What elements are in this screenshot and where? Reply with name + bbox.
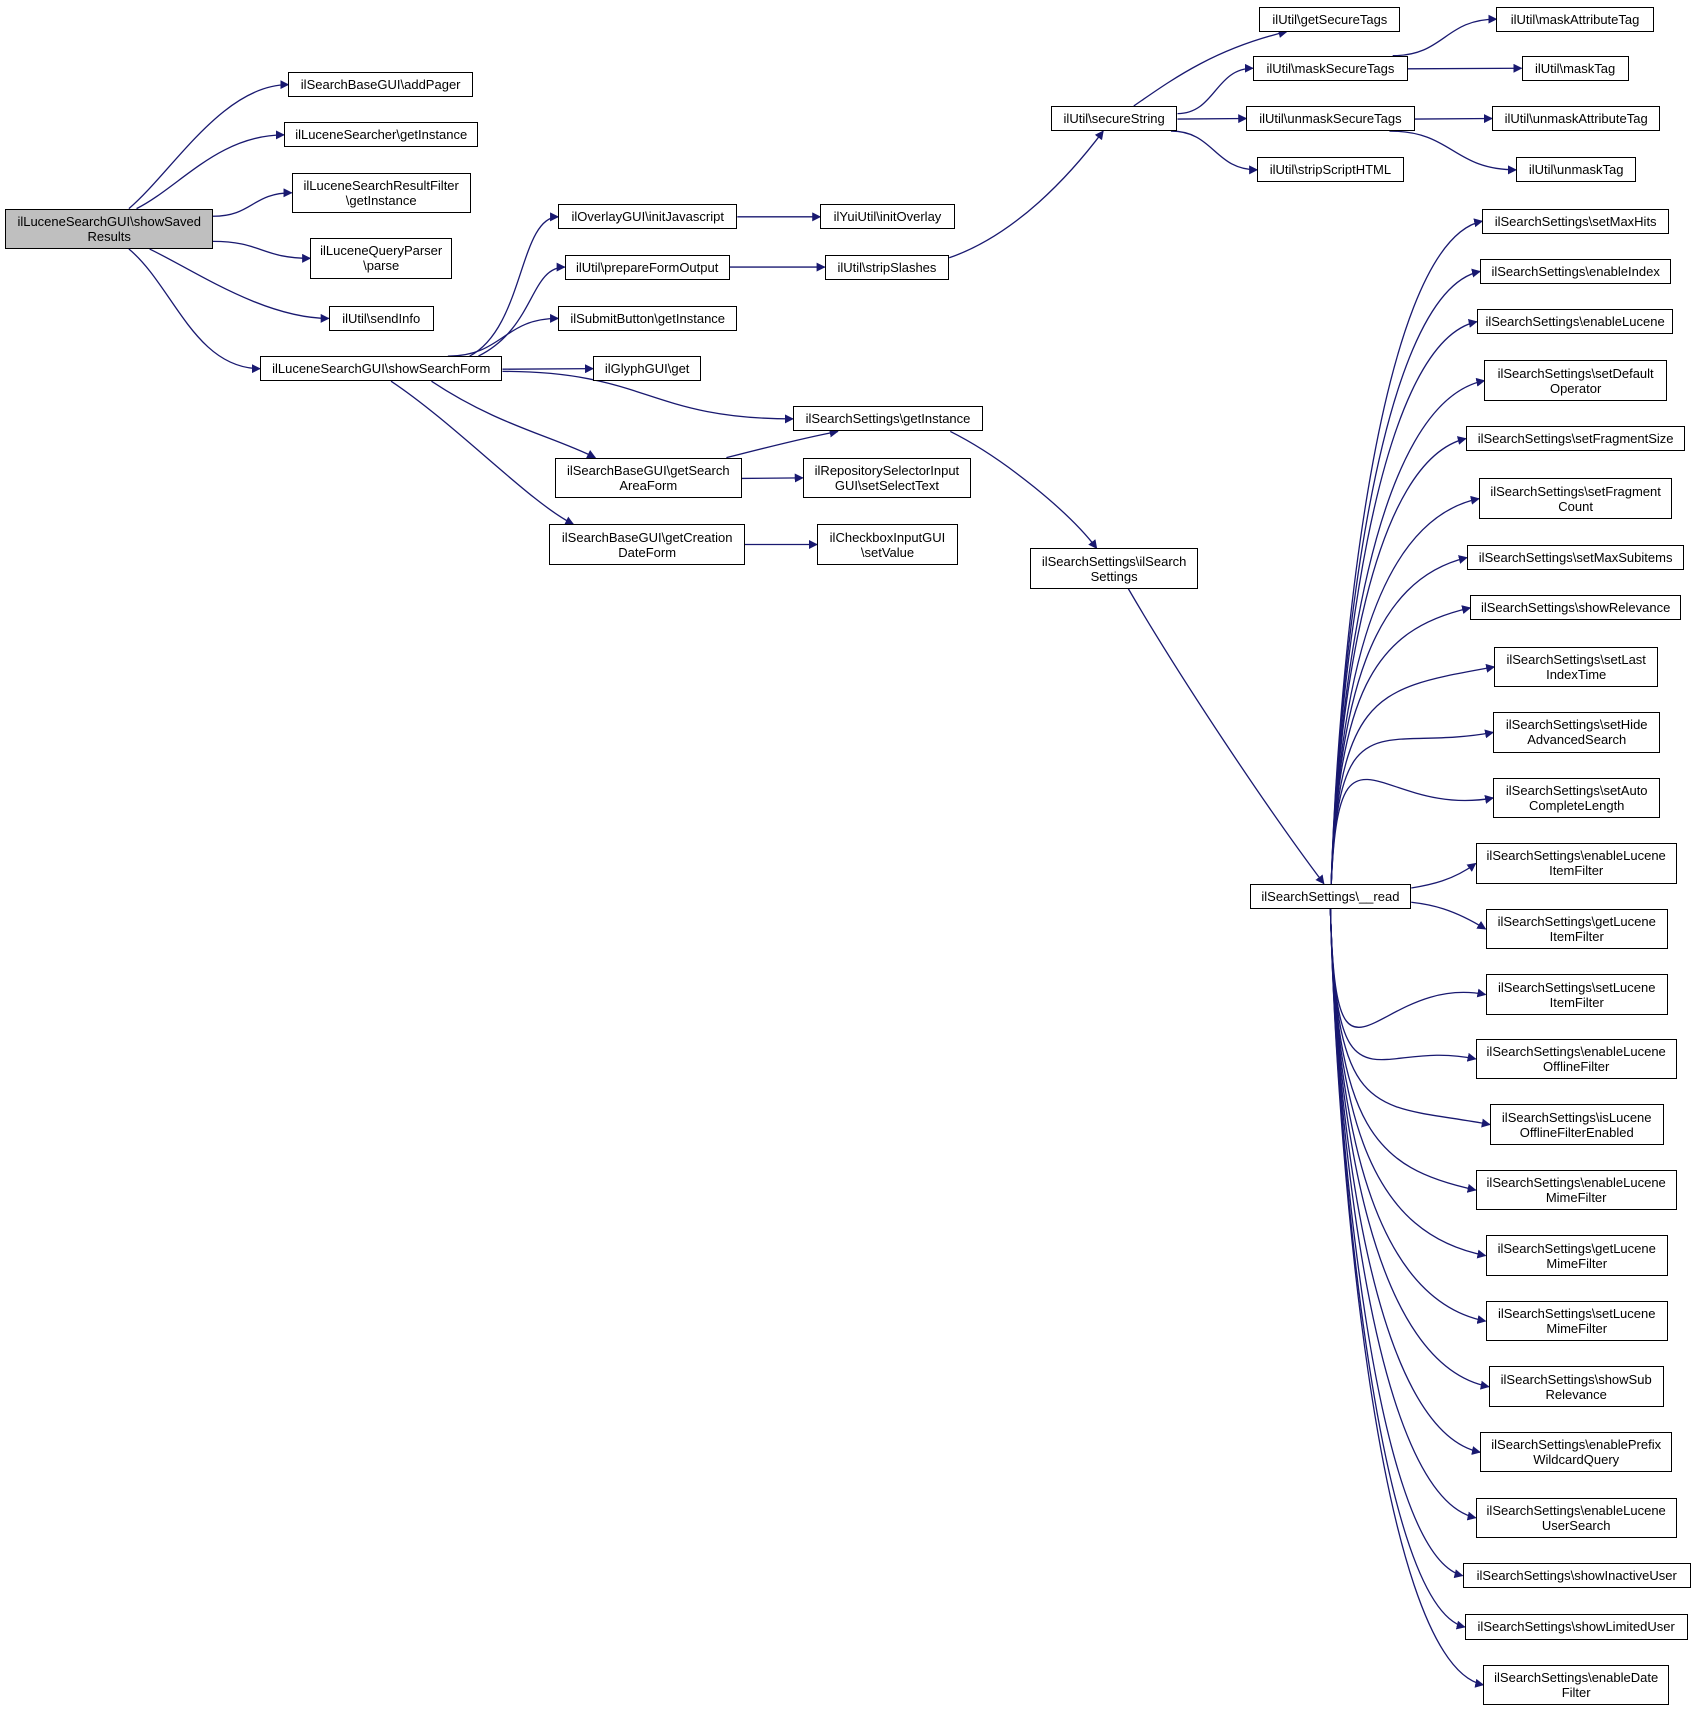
- node-set-lucene-mime-filter: ilSearchSettings\setLucene MimeFilter: [1485, 1300, 1668, 1342]
- node-get-creation-date-form: ilSearchBaseGUI\getCreation DateForm: [549, 524, 745, 565]
- node-is-lucene-offline-filter-enabled: ilSearchSettings\isLucene OfflineFilterE…: [1489, 1104, 1664, 1145]
- node-unmask-tag: ilUtil\unmaskTag: [1516, 157, 1637, 183]
- edge-root-to-query-parser-parse: [212, 240, 312, 263]
- edge-root-to-show-search-form: [128, 248, 261, 374]
- edge-root-to-add-pager: [128, 80, 290, 210]
- edge-get-search-area-form-to-set-select-text: [741, 473, 804, 483]
- node-enable-lucene-item-filter: ilSearchSettings\enableLucene ItemFilter: [1475, 843, 1677, 884]
- edge-secure-string-to-strip-script-html: [1170, 130, 1259, 175]
- edge-root-to-searcher-get-instance: [136, 130, 285, 210]
- node-query-parser-parse: ilLuceneQueryParser \parse: [310, 238, 453, 279]
- edge-read-to-show-relevance: [1329, 605, 1472, 909]
- node-unmask-attribute-tag: ilUtil\unmaskAttributeTag: [1492, 105, 1661, 132]
- node-set-default-operator: ilSearchSettings\setDefault Operator: [1484, 360, 1667, 401]
- node-show-search-form: ilLuceneSearchGUI\showSearchForm: [259, 356, 503, 382]
- edge-show-search-form-to-submit-button-get-instance: [447, 313, 560, 357]
- edge-get-search-area-form-to-settings-get-instance: [726, 428, 839, 459]
- node-set-max-subitems: ilSearchSettings\setMaxSubitems: [1466, 545, 1685, 571]
- node-set-fragment-count: ilSearchSettings\setFragment Count: [1478, 478, 1673, 519]
- edge-read-to-is-lucene-offline-filter-enabled: [1329, 908, 1491, 1128]
- edge-unmask-secure-tags-to-unmask-attribute-tag: [1414, 114, 1493, 124]
- edge-secure-string-to-mask-secure-tags: [1177, 63, 1254, 115]
- node-init-javascript: ilOverlayGUI\initJavascript: [558, 204, 738, 230]
- node-enable-index: ilSearchSettings\enableIndex: [1480, 258, 1672, 284]
- node-show-relevance: ilSearchSettings\showRelevance: [1470, 595, 1682, 621]
- edge-read-to-enable-index: [1329, 268, 1481, 909]
- edge-root-to-send-info: [149, 248, 330, 323]
- node-mask-tag: ilUtil\maskTag: [1521, 55, 1629, 81]
- node-get-lucene-item-filter: ilSearchSettings\getLucene ItemFilter: [1485, 908, 1668, 950]
- node-get-lucene-mime-filter: ilSearchSettings\getLucene MimeFilter: [1485, 1235, 1668, 1276]
- node-enable-prefix-wildcard-query: ilSearchSettings\enablePrefix WildcardQu…: [1480, 1432, 1673, 1473]
- edge-show-search-form-to-prepare-form-output: [478, 262, 566, 357]
- edge-secure-string-to-unmask-secure-tags: [1177, 114, 1248, 124]
- node-enable-lucene-offline-filter: ilSearchSettings\enableLucene OfflineFil…: [1475, 1038, 1677, 1080]
- node-enable-lucene-user-search: ilSearchSettings\enableLucene UserSearch: [1475, 1497, 1677, 1538]
- edge-read-to-set-last-index-time: [1329, 663, 1496, 909]
- edge-show-search-form-to-settings-get-instance: [502, 370, 794, 424]
- edge-read-to-enable-lucene-item-filter: [1411, 862, 1477, 889]
- node-show-inactive-user: ilSearchSettings\showInactiveUser: [1462, 1563, 1691, 1589]
- node-set-hide-advanced-search: ilSearchSettings\setHide AdvancedSearch: [1493, 712, 1661, 753]
- edge-read-to-enable-prefix-wildcard-query: [1329, 908, 1481, 1455]
- edge-root-to-result-filter-get-instance: [212, 188, 293, 217]
- node-enable-lucene: ilSearchSettings\enableLucene: [1476, 309, 1674, 335]
- edge-read-to-set-hide-advanced-search: [1329, 729, 1495, 909]
- node-set-max-hits: ilSearchSettings\setMaxHits: [1482, 208, 1670, 234]
- edge-il-search-settings-ctor-to-read: [1127, 588, 1325, 885]
- node-searcher-get-instance: ilLuceneSearcher\getInstance: [283, 122, 479, 148]
- node-show-sub-relevance: ilSearchSettings\showSub Relevance: [1488, 1366, 1664, 1407]
- edge-show-search-form-to-get-creation-date-form: [390, 380, 575, 525]
- edge-read-to-set-max-hits: [1329, 218, 1484, 909]
- node-mask-secure-tags: ilUtil\maskSecureTags: [1252, 55, 1408, 81]
- node-checkbox-set-value: ilCheckboxInputGUI \setValue: [817, 524, 958, 565]
- node-set-auto-complete-length: ilSearchSettings\setAuto CompleteLength: [1493, 777, 1661, 819]
- edge-read-to-show-inactive-user: [1329, 908, 1464, 1579]
- node-set-lucene-item-filter: ilSearchSettings\setLucene ItemFilter: [1485, 974, 1668, 1015]
- edge-strip-slashes-to-secure-string: [948, 130, 1104, 259]
- edge-read-to-enable-lucene-offline-filter: [1329, 908, 1477, 1062]
- node-mask-attribute-tag: ilUtil\maskAttributeTag: [1496, 6, 1654, 32]
- edge-settings-get-instance-to-il-search-settings-ctor: [950, 430, 1098, 550]
- node-settings-get-instance: ilSearchSettings\getInstance: [793, 406, 984, 432]
- node-set-fragment-size: ilSearchSettings\setFragmentSize: [1465, 425, 1686, 452]
- edge-show-search-form-to-init-javascript: [469, 212, 560, 357]
- edge-read-to-show-limited-user: [1329, 908, 1466, 1630]
- node-enable-lucene-mime-filter: ilSearchSettings\enableLucene MimeFilter: [1475, 1169, 1677, 1211]
- edge-read-to-set-auto-complete-length: [1329, 778, 1495, 909]
- edge-read-to-get-lucene-item-filter: [1411, 901, 1487, 930]
- node-strip-slashes: ilUtil\stripSlashes: [824, 254, 950, 280]
- node-get-search-area-form: ilSearchBaseGUI\getSearch AreaForm: [554, 457, 742, 499]
- node-il-search-settings-ctor: ilSearchSettings\ilSearch Settings: [1030, 548, 1199, 589]
- edge-read-to-set-lucene-item-filter: [1329, 908, 1487, 1029]
- node-init-overlay: ilYuiUtil\initOverlay: [820, 204, 955, 230]
- node-secure-string: ilUtil\secureString: [1050, 105, 1178, 132]
- node-root: ilLuceneSearchGUI\showSaved Results: [5, 208, 213, 250]
- edge-show-search-form-to-get-search-area-form: [431, 380, 597, 459]
- edge-read-to-set-fragment-size: [1329, 436, 1467, 909]
- node-unmask-secure-tags: ilUtil\unmaskSecureTags: [1246, 105, 1415, 132]
- edge-read-to-enable-date-filter: [1329, 908, 1485, 1688]
- node-submit-button-get-instance: ilSubmitButton\getInstance: [558, 305, 738, 331]
- edge-mask-secure-tags-to-mask-tag: [1407, 63, 1523, 73]
- node-read: ilSearchSettings\__read: [1249, 883, 1412, 909]
- node-glyph-get: ilGlyphGUI\get: [593, 356, 702, 382]
- node-get-secure-tags: ilUtil\getSecureTags: [1259, 6, 1401, 32]
- edge-read-to-set-default-operator: [1329, 377, 1486, 909]
- node-enable-date-filter: ilSearchSettings\enableDate Filter: [1483, 1664, 1670, 1706]
- node-set-last-index-time: ilSearchSettings\setLast IndexTime: [1494, 646, 1659, 688]
- edge-secure-string-to-get-secure-tags: [1133, 29, 1288, 107]
- node-send-info: ilUtil\sendInfo: [328, 305, 434, 331]
- node-set-select-text: ilRepositorySelectorInput GUI\setSelectT…: [802, 457, 972, 499]
- edge-show-search-form-to-glyph-get: [502, 364, 595, 374]
- edge-mask-secure-tags-to-mask-attribute-tag: [1392, 14, 1498, 57]
- node-prepare-form-output: ilUtil\prepareFormOutput: [564, 254, 730, 280]
- edge-unmask-secure-tags-to-unmask-tag: [1389, 130, 1518, 175]
- node-add-pager: ilSearchBaseGUI\addPager: [288, 72, 473, 98]
- node-result-filter-get-instance: ilLuceneSearchResultFilter \getInstance: [291, 172, 471, 213]
- node-strip-script-html: ilUtil\stripScriptHTML: [1257, 157, 1404, 183]
- node-show-limited-user: ilSearchSettings\showLimitedUser: [1464, 1614, 1688, 1640]
